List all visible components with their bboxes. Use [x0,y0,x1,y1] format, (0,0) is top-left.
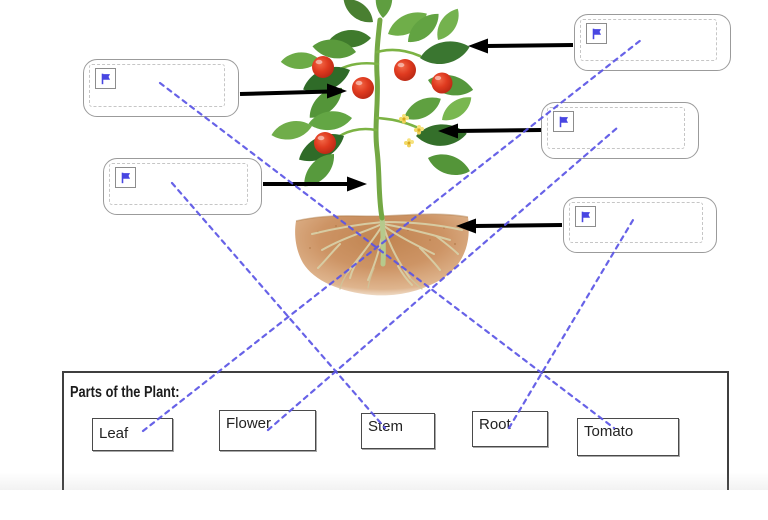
drop-zone-stem[interactable] [103,158,262,215]
word-bank-title: Parts of the Plant: [70,384,180,401]
drop-zone-leaf[interactable] [574,14,731,71]
word-tile-leaf[interactable]: Leaf [92,418,173,451]
arrow-to-root [456,218,563,234]
flag-icon[interactable] [553,111,574,132]
drop-zone-flower[interactable] [541,102,699,159]
arrow-to-leaf [468,38,574,54]
flag-icon[interactable] [115,167,136,188]
flag-icon[interactable] [586,23,607,44]
drop-zone-root[interactable] [563,197,717,253]
drop-zone-tomato-fruit[interactable] [83,59,239,117]
flag-icon[interactable] [95,68,116,89]
tomatoes [312,56,453,154]
arrow-to-tomato-fruit [239,83,347,99]
flag-icon[interactable] [575,206,596,227]
bottom-crop [0,490,768,520]
word-tile-root[interactable]: Root [472,411,548,447]
leaves [271,0,477,190]
word-tile-tomato[interactable]: Tomato [577,418,679,456]
arrow-to-stem [263,176,367,192]
word-tile-stem[interactable]: Stem [361,413,435,449]
arrow-to-flower [438,123,542,139]
flowers [398,114,425,148]
soil [295,214,469,296]
word-tile-flower[interactable]: Flower [219,410,316,451]
